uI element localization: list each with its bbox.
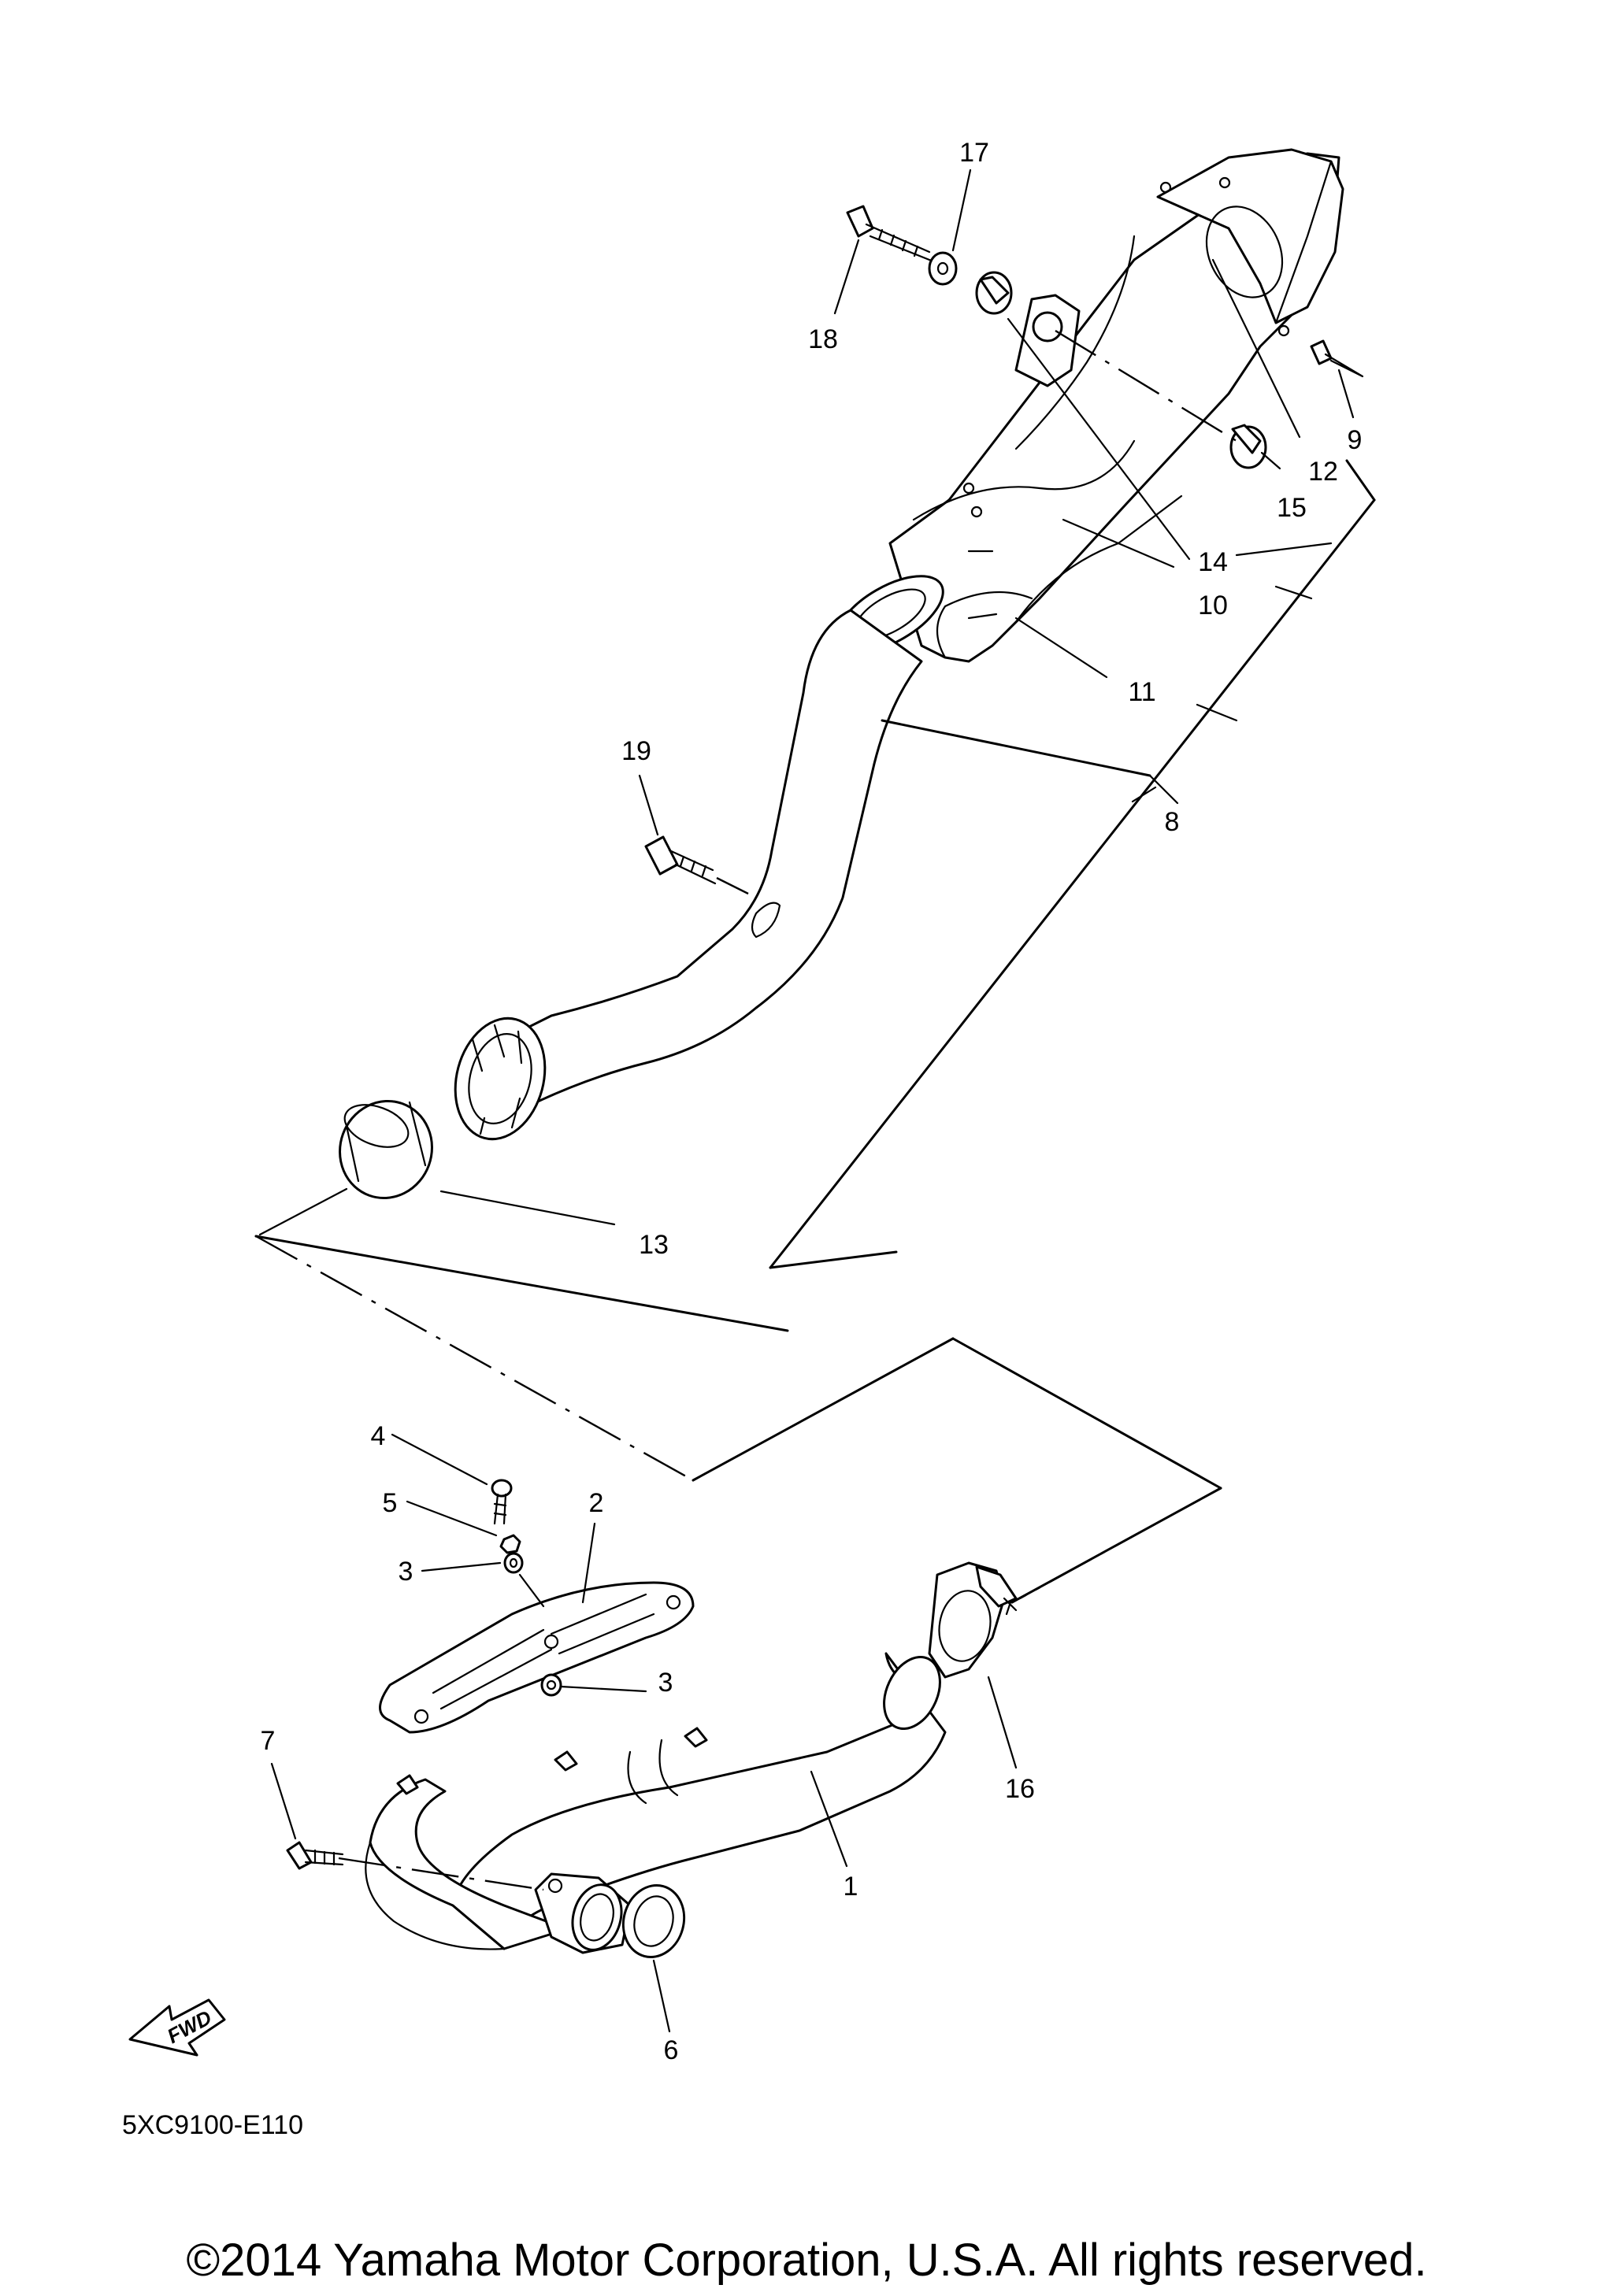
callouts: 17 18 9 12 15 14 10 11 8 19 13 4 5 2 3 3…	[261, 138, 1363, 2065]
callout-13: 13	[639, 1230, 669, 1260]
header-lower-bend	[369, 1778, 569, 1950]
callout-17: 17	[959, 138, 989, 168]
fwd-arrow-icon: FWD	[128, 1998, 226, 2057]
callout-10: 10	[1198, 591, 1228, 620]
bolt-19	[644, 835, 717, 885]
washer-3b	[540, 1673, 562, 1697]
callout-8: 8	[1165, 807, 1180, 837]
mid-pipe-body	[487, 609, 923, 1112]
muffler-assembly	[836, 148, 1344, 663]
callout-11: 11	[1128, 677, 1155, 707]
washer-17	[928, 251, 958, 286]
mid-pipe	[339, 609, 923, 1200]
callout-3a: 3	[399, 1557, 413, 1587]
callout-9: 9	[1348, 425, 1363, 455]
header-pipe	[451, 1652, 947, 1950]
callout-1: 1	[844, 1872, 858, 1902]
bracket-hole	[1032, 311, 1063, 343]
clamp-16	[928, 1561, 1018, 1679]
screw-9	[1310, 339, 1364, 378]
copyright-notice: ©2014 Yamaha Motor Corporation, U.S.A. A…	[186, 2235, 1426, 2286]
diagram-code: 5XC9100-E110	[122, 2110, 303, 2140]
callout-5: 5	[383, 1488, 398, 1518]
callout-2: 2	[589, 1488, 604, 1518]
upper-hardware	[644, 205, 1364, 885]
gasket-13	[339, 1099, 433, 1200]
nut-15	[1229, 424, 1267, 469]
heat-protector-2	[379, 1581, 695, 1734]
callout-6: 6	[664, 2035, 679, 2065]
nut-5	[499, 1534, 521, 1554]
callout-4: 4	[371, 1421, 386, 1451]
callout-14: 14	[1198, 547, 1228, 577]
callout-3b: 3	[658, 1668, 673, 1698]
bolt-18	[846, 205, 935, 263]
callout-16: 16	[1005, 1774, 1035, 1804]
collar	[975, 271, 1013, 315]
lower-hardware	[286, 1479, 1018, 1870]
callout-7: 7	[261, 1726, 276, 1756]
callout-15: 15	[1277, 493, 1307, 523]
pipe-outlet-end	[454, 1017, 547, 1141]
exhaust-header-assembly	[365, 1652, 947, 1959]
callout-19: 19	[621, 736, 651, 766]
header-inlet-end	[883, 1655, 941, 1731]
bolt-4	[491, 1479, 513, 1525]
muffler-end-cap	[1156, 148, 1344, 324]
bolt-7	[286, 1841, 344, 1870]
leader-lines	[254, 168, 1376, 2033]
gasket-6	[621, 1883, 686, 1959]
callout-18: 18	[808, 324, 838, 354]
callout-12: 12	[1308, 457, 1338, 487]
washer-3a	[503, 1552, 524, 1574]
